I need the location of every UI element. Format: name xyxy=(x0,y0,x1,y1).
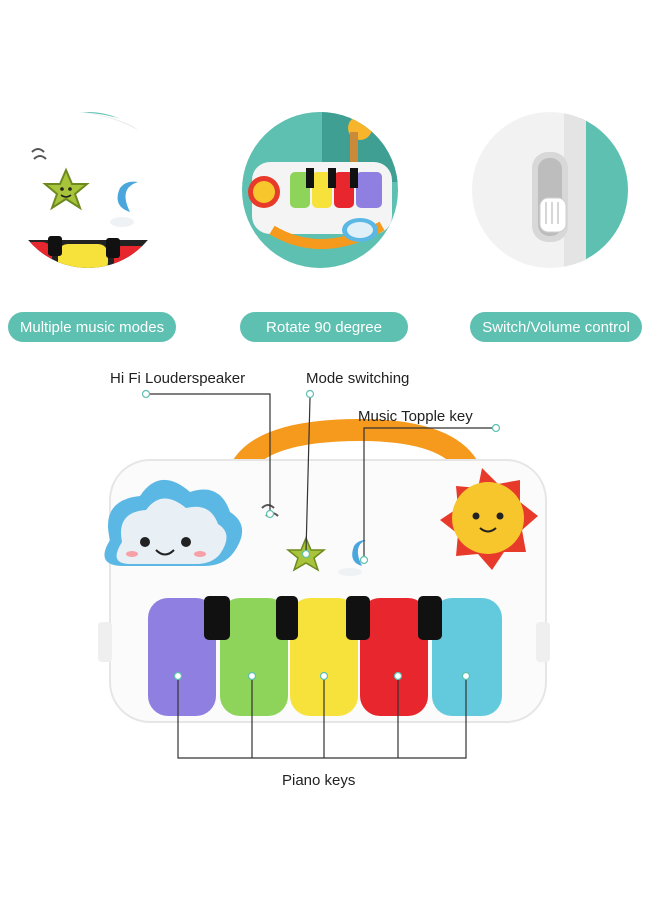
callout-piano-keys: Piano keys xyxy=(282,772,356,789)
piano-key-blue xyxy=(432,598,502,716)
piano-key-purple xyxy=(148,598,216,716)
black-key xyxy=(418,596,442,640)
feature-pill-switch: Switch/Volume control xyxy=(470,312,642,342)
carry-handle xyxy=(229,418,481,481)
piano-key-green xyxy=(220,598,288,716)
moon-button-icon xyxy=(117,181,138,212)
black-key xyxy=(204,596,230,640)
black-key xyxy=(346,596,370,640)
piano-key-red xyxy=(360,598,428,716)
feature-label: Rotate 90 degree xyxy=(266,318,382,336)
piano-key-yellow xyxy=(290,598,358,716)
sound-waves-icon xyxy=(31,148,47,160)
feature-label: Multiple music modes xyxy=(19,318,165,336)
topple-moon-button xyxy=(352,540,366,566)
feature-label: Switch/Volume control xyxy=(482,318,630,336)
detail-circle-music-modes xyxy=(10,112,166,268)
feature-pill-music-modes: Multiple music modes xyxy=(8,312,176,342)
detail-circle-switch xyxy=(472,112,628,268)
detail-circle-rotate xyxy=(242,112,398,268)
feature-pill-rotate: Rotate 90 degree xyxy=(240,312,408,342)
callout-mode-switching: Mode switching xyxy=(306,370,410,387)
star-button-icon xyxy=(42,167,90,211)
callout-topple-key: Music Topple key xyxy=(358,408,473,425)
piano-toy-illustration xyxy=(98,389,550,759)
black-key xyxy=(276,596,298,640)
callout-speaker: Hi Fi Louderspeaker xyxy=(110,370,246,387)
cloud-light-icon xyxy=(104,479,243,566)
sun-light-icon xyxy=(440,468,538,570)
